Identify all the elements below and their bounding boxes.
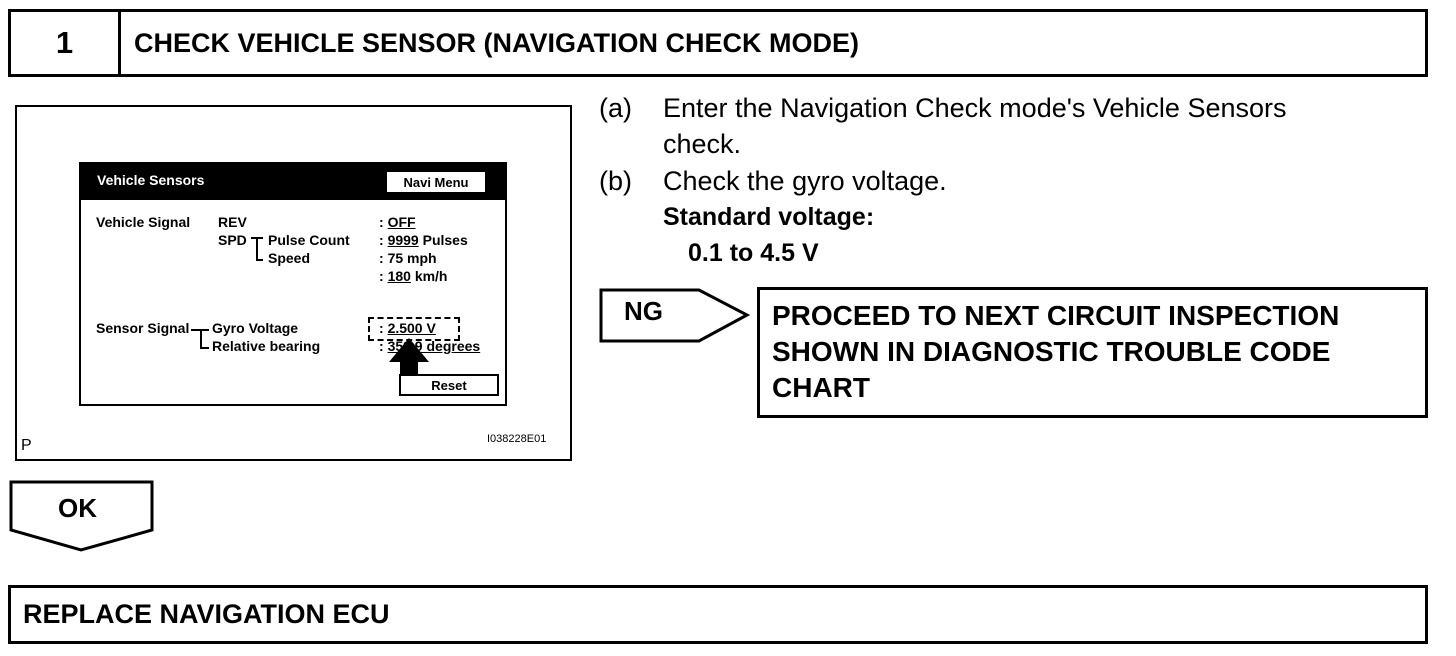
relative-bearing-label: Relative bearing	[212, 338, 321, 354]
step-title: CHECK VEHICLE SENSOR (NAVIGATION CHECK M…	[134, 27, 860, 58]
step-a-text-line2: check.	[663, 129, 742, 159]
figure-code: I038228E01	[487, 433, 547, 445]
step-number: 1	[11, 12, 121, 74]
standard-voltage-label: Standard voltage:	[663, 203, 875, 231]
sensor-signal-label: Sensor Signal	[96, 320, 190, 336]
final-action-text: REPLACE NAVIGATION ECU	[23, 599, 390, 629]
rev-label: REV	[218, 214, 247, 230]
speed-kmh-value: 180	[387, 268, 411, 284]
standard-voltage-value: 0.1 to 4.5 V	[688, 239, 819, 267]
gyro-voltage-label: Gyro Voltage	[212, 320, 299, 336]
ng-text-line2: SHOWN IN DIAGNOSTIC TROUBLE CODE	[772, 336, 1331, 367]
navi-menu-button[interactable]: Navi Menu	[386, 171, 486, 193]
pulse-value-row: : 9999 Pulses	[379, 232, 468, 248]
spd-label: SPD	[218, 232, 247, 248]
ng-label: NG	[624, 296, 663, 326]
step-a-text-line1: Enter the Navigation Check mode's Vehicl…	[663, 93, 1287, 123]
pulse-value: 9999	[387, 232, 419, 248]
speed-label: Speed	[268, 250, 311, 266]
screen-title: Vehicle Sensors	[97, 172, 205, 188]
rev-value: OFF	[387, 214, 416, 230]
step-b-text: Check the gyro voltage.	[663, 166, 947, 196]
ok-arrow-icon	[9, 480, 154, 552]
speed-mph-value: 75	[387, 250, 404, 266]
sensor-bracket	[191, 329, 209, 349]
ok-label: OK	[58, 493, 97, 523]
pulse-unit: Pulses	[422, 232, 468, 248]
step-a-marker: (a)	[599, 93, 632, 123]
screen-illustration: Vehicle Sensors Navi Menu Vehicle Signal…	[15, 105, 572, 461]
ng-result-box: PROCEED TO NEXT CIRCUIT INSPECTION SHOWN…	[757, 287, 1428, 418]
ng-arrow-icon	[599, 288, 751, 343]
speed-kmh-row: : 180 km/h	[379, 268, 448, 284]
pulse-count-label: Pulse Count	[268, 232, 350, 248]
gyro-value-row: : 2.500 V	[379, 320, 436, 336]
vehicle-signal-label: Vehicle Signal	[96, 214, 191, 230]
screen-title-bar: Vehicle Sensors Navi Menu	[81, 164, 505, 200]
gyro-value-highlight	[368, 317, 460, 341]
gyro-value: 2.500 V	[387, 320, 436, 336]
step-header: 1 CHECK VEHICLE SENSOR (NAVIGATION CHECK…	[8, 9, 1428, 77]
spd-bracket	[251, 237, 263, 261]
figure-letter: P	[21, 437, 32, 454]
pointer-arrow-icon	[389, 338, 429, 394]
rev-value-row: : OFF	[379, 214, 416, 230]
speed-mph-row: : 75 mph	[379, 250, 437, 266]
speed-mph-unit: mph	[407, 250, 437, 266]
vehicle-sensors-screen: Vehicle Sensors Navi Menu Vehicle Signal…	[79, 162, 507, 406]
speed-kmh-unit: km/h	[414, 268, 448, 284]
final-action-box: REPLACE NAVIGATION ECU	[8, 585, 1428, 644]
ng-text-line3: CHART	[772, 372, 870, 403]
reset-button[interactable]: Reset	[399, 374, 499, 396]
ng-text-line1: PROCEED TO NEXT CIRCUIT INSPECTION	[772, 300, 1340, 331]
step-b-marker: (b)	[599, 166, 632, 196]
